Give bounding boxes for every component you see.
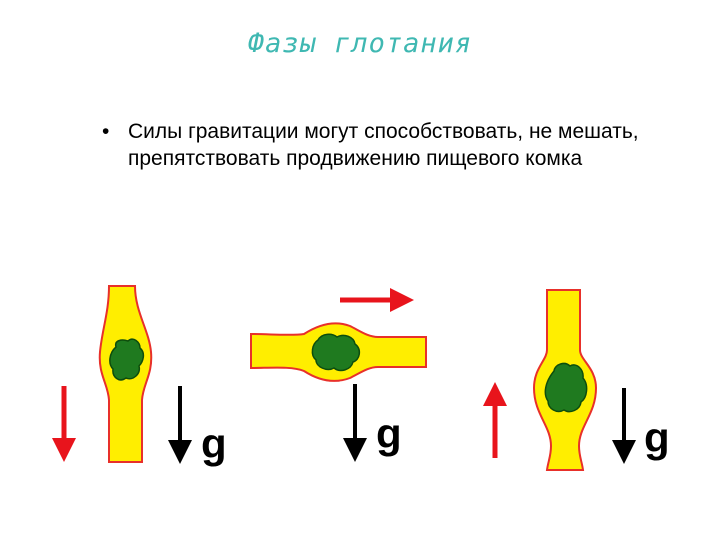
bullet-text: Силы гравитации могут способствовать, не…	[128, 120, 639, 170]
food-bolus-horizontal	[311, 333, 361, 372]
panel-horizontal: g	[250, 288, 427, 462]
movement-arrow-down	[52, 386, 76, 462]
movement-arrow-right	[340, 288, 414, 312]
gravity-label: g	[644, 414, 670, 461]
gravity-label: g	[201, 420, 227, 467]
food-bolus-up	[544, 362, 588, 413]
gravity-arrow-down	[612, 388, 636, 464]
gravity-label: g	[376, 410, 402, 457]
page-title: Фазы глотания	[247, 28, 473, 59]
bullet-marker: •	[102, 120, 110, 143]
food-bolus-down	[109, 338, 145, 381]
panel-up: g	[483, 289, 670, 471]
panel-down: g	[52, 285, 227, 467]
gravity-arrow-down	[343, 384, 367, 462]
gravity-arrow-down	[168, 386, 192, 464]
movement-arrow-up	[483, 382, 507, 458]
